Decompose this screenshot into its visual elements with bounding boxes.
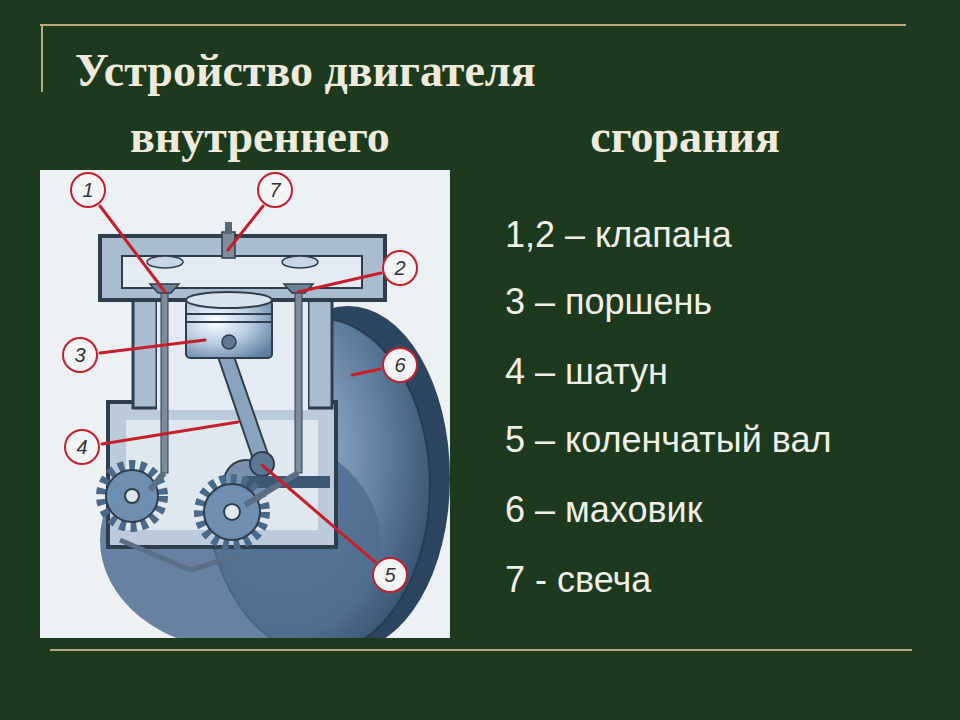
gear-teeth [199, 479, 265, 545]
callout-number: 3 [74, 345, 85, 365]
leader-line [100, 340, 205, 353]
legend-line: 6 – маховик [505, 488, 702, 531]
callout-circle: 2 [382, 250, 418, 286]
cylinder-wall [133, 298, 157, 408]
valve-port [282, 256, 318, 268]
legend-line: 4 – шатун [505, 350, 668, 393]
callout-circle: 3 [62, 337, 98, 373]
cam-rod [190, 555, 240, 570]
spark-plug-tip [225, 222, 232, 234]
callout-circle: 5 [372, 557, 408, 593]
frame-line [40, 24, 906, 26]
legend-line: 5 – коленчатый вал [505, 418, 832, 461]
callout-number: 1 [82, 180, 93, 200]
connecting-rod [214, 345, 270, 465]
callout-circle: 6 [382, 347, 418, 383]
frame-line [50, 649, 912, 651]
cylinder-head [100, 236, 385, 300]
gear-hub [125, 489, 139, 503]
gear-teeth [101, 465, 163, 527]
valve-stem [161, 288, 168, 473]
valve-stem [295, 288, 302, 473]
piston-ring [187, 313, 271, 315]
cam-rod [120, 540, 190, 570]
callout-number: 2 [394, 258, 405, 278]
gear [204, 484, 260, 540]
leader-line [228, 206, 263, 250]
cam-rod [150, 473, 164, 490]
leader-line [100, 206, 165, 292]
legend-line: 3 – поршень [505, 280, 712, 323]
leader-line [262, 465, 375, 562]
cylinder-wall [308, 298, 332, 408]
engine-drawing [100, 222, 450, 638]
callout-circle: 7 [257, 172, 293, 208]
leader-lines [100, 206, 381, 562]
gear [106, 470, 158, 522]
callout-number: 5 [384, 565, 395, 585]
callout-circle: 4 [64, 429, 100, 465]
slide-title: Устройство двигателя внутреннего сгорани… [75, 38, 780, 170]
piston-pin [222, 335, 236, 349]
legend-line: 7 - свеча [505, 558, 651, 601]
piston-top [186, 292, 272, 308]
frame-line [41, 25, 43, 92]
leader-line [298, 273, 381, 292]
piston-ring [187, 321, 271, 323]
legend-line: 1,2 – клапана [505, 213, 732, 256]
leader-line [352, 369, 380, 375]
callout-circle: 1 [70, 172, 106, 208]
callout-number: 7 [269, 180, 280, 200]
gear-hub [224, 504, 240, 520]
leader-line [102, 422, 238, 444]
valve-port [147, 256, 183, 268]
callout-number: 4 [76, 437, 87, 457]
callout-number: 6 [394, 355, 405, 375]
